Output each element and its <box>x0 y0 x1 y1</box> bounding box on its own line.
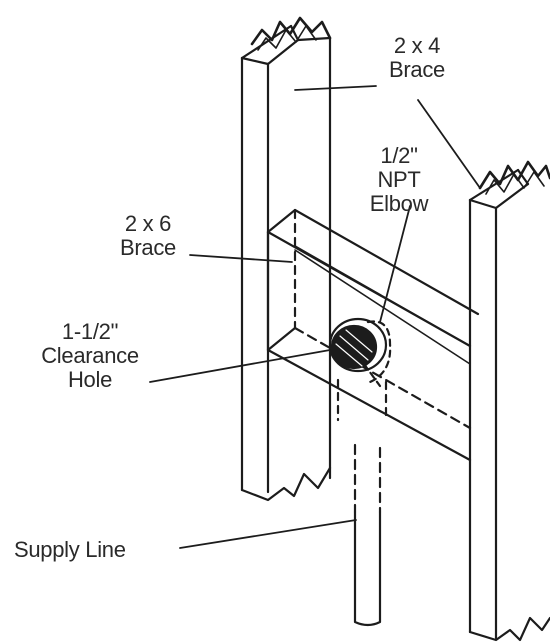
label-2x6-brace-line1: 2 x 6 <box>124 211 172 236</box>
label-supply-line: Supply Line <box>14 538 126 562</box>
leader-elbow <box>379 205 411 323</box>
supply-line-pipe <box>336 378 388 627</box>
label-npt-elbow-line3: Elbow <box>369 191 429 216</box>
leader-lines <box>149 85 481 549</box>
label-clearance-hole-line3: Hole <box>67 367 113 392</box>
brace-2x6 <box>266 208 480 462</box>
label-supply-line-text: Supply Line <box>14 537 126 562</box>
leader-2x6-brace <box>189 254 293 263</box>
label-2x6-brace: 2 x 6 Brace <box>108 212 188 260</box>
npt-elbow <box>328 317 392 388</box>
label-npt-elbow-line1: 1/2" <box>380 143 418 168</box>
label-clearance-hole-line1: 1-1/2" <box>61 319 119 344</box>
leader-supply-line <box>179 519 357 549</box>
leader-clearance-hole <box>149 349 331 383</box>
label-npt-elbow-line2: NPT <box>377 167 421 192</box>
left-stud <box>240 16 332 502</box>
leader-2x4-brace-right <box>417 99 481 189</box>
label-clearance-hole: 1-1/2" Clearance Hole <box>30 320 150 392</box>
right-stud <box>468 160 550 642</box>
label-2x6-brace-line2: Brace <box>120 235 176 260</box>
label-2x4-brace-line2: Brace <box>389 57 445 82</box>
label-2x4-brace-line1: 2 x 4 <box>393 33 441 58</box>
leader-2x4-brace <box>294 85 377 91</box>
label-npt-elbow: 1/2" NPT Elbow <box>364 144 434 216</box>
label-clearance-hole-line2: Clearance <box>41 343 139 368</box>
label-2x4-brace: 2 x 4 Brace <box>372 34 462 82</box>
